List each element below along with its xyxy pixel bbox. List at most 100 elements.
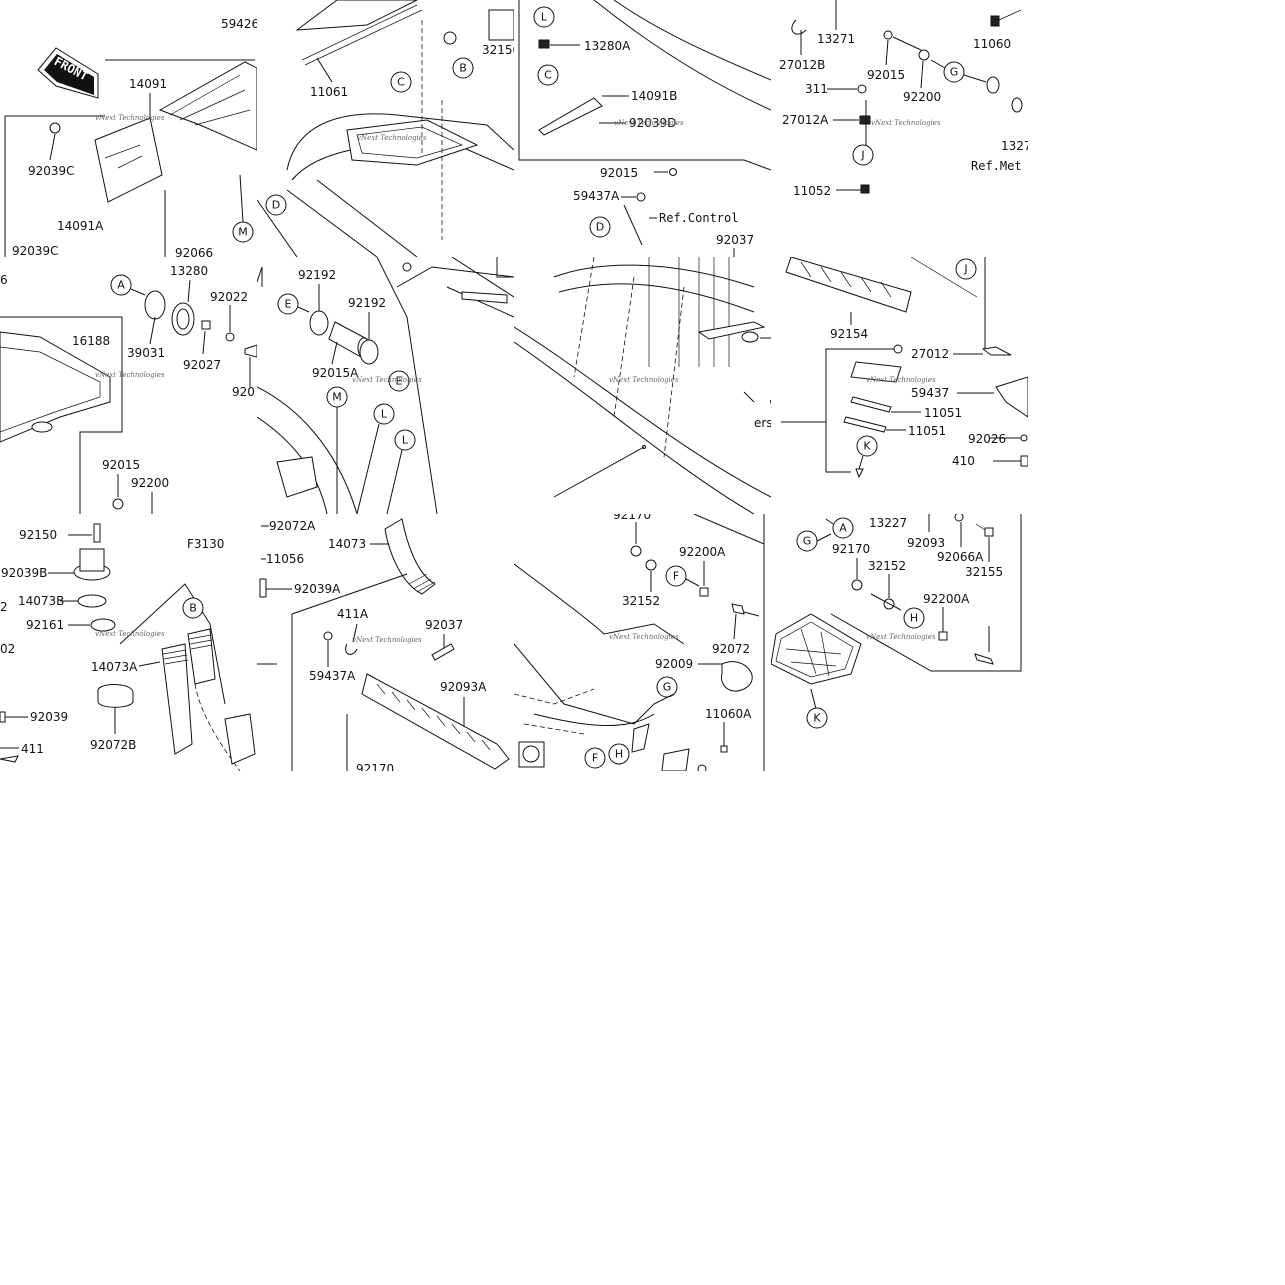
part-92072B: 92072B bbox=[90, 738, 136, 752]
part-32150: 32150 bbox=[482, 43, 514, 57]
part-fragment: 6 bbox=[0, 273, 8, 287]
callout-D: D bbox=[596, 221, 604, 234]
part-11060A: 13227 bbox=[869, 516, 907, 530]
part-92072: 92009 bbox=[655, 657, 693, 671]
part-92015: 92015 bbox=[600, 166, 638, 180]
tile-hull-side: 411A '0 ers vNext Technologies bbox=[514, 257, 771, 514]
part-411: 411 bbox=[21, 742, 44, 756]
watermark: vNext Technologies bbox=[614, 119, 684, 127]
part-92037-b: 92192 bbox=[348, 296, 386, 310]
watermark: vNext Technologies bbox=[609, 633, 679, 641]
watermark: vNext Technologies bbox=[352, 376, 422, 384]
part-14091A: 14091A bbox=[57, 219, 104, 233]
part-fragment: 2 bbox=[0, 600, 8, 614]
callout-B: B bbox=[189, 602, 197, 615]
watermark: vNext Technologies bbox=[95, 630, 165, 638]
ref-met: Ref.Met bbox=[971, 159, 1022, 173]
tile-deck-top: 11061 C B 32150 D vNext Technologies bbox=[257, 0, 514, 257]
part-14073A: 14073A bbox=[91, 660, 138, 674]
part-13271: 13271 bbox=[817, 32, 855, 46]
part-59437A: 92093A bbox=[440, 680, 487, 694]
part-13280: 13280 bbox=[170, 264, 208, 278]
part-92066A: 32155 bbox=[965, 565, 1003, 579]
part-14091: 14091 bbox=[129, 77, 167, 91]
callout-F: F bbox=[592, 752, 598, 765]
watermark: vNext Technologies bbox=[352, 636, 422, 644]
part-14073B: 92039B bbox=[1, 566, 47, 580]
part-411A: 59437A bbox=[309, 669, 356, 683]
part-92015A: 92170 bbox=[832, 542, 870, 556]
tile-tray: 92072A 11056 14073 92039A 411A 59437A 92… bbox=[257, 514, 514, 771]
part-92015A: 92170 bbox=[613, 514, 651, 522]
part-92039C-a: 92039C bbox=[28, 164, 75, 178]
part-92015A: 92170 bbox=[356, 762, 394, 771]
ref-control: Ref.Control bbox=[659, 211, 738, 225]
tile-rear-hull: 92170 32152 F 92200A 92072 92009 G bbox=[514, 514, 771, 771]
part-92200: 92200 bbox=[903, 90, 941, 104]
part-92066: 92066 bbox=[175, 246, 213, 257]
part-92022: 92022 bbox=[210, 290, 248, 304]
part-92026-b: 11051 bbox=[908, 424, 946, 438]
part-92093A: 92200A bbox=[923, 592, 970, 606]
part-11056: 11056 bbox=[266, 552, 304, 566]
callout-C: C bbox=[544, 69, 552, 82]
part-92037-a: 92192 bbox=[298, 268, 336, 282]
callout-H: H bbox=[910, 612, 918, 625]
tile-hardware-right: 27012B 13271 11060 92015 92200 G 13271 R… bbox=[771, 0, 1028, 257]
part-92026-a: 11051 bbox=[924, 406, 962, 420]
part-411A: 59437A bbox=[573, 189, 620, 203]
part-32152: 92072 bbox=[712, 642, 750, 656]
callout-J: J bbox=[860, 149, 864, 162]
callout-D: D bbox=[272, 199, 280, 212]
part-92200A: 32152 bbox=[868, 559, 906, 573]
callout-K: K bbox=[813, 712, 821, 725]
part-11052: 11052 bbox=[793, 184, 831, 198]
part-92093A: 92200A bbox=[679, 545, 726, 559]
part-92154: 92037 bbox=[425, 618, 463, 632]
part-59446: 59437 bbox=[911, 386, 949, 400]
callout-E: E bbox=[285, 298, 292, 311]
part-92039A: 92039A bbox=[294, 582, 341, 596]
part-13271-b: 13271 bbox=[1001, 139, 1028, 153]
tile-mat-hardware: 92154 J 27012 59437 11051 11051 K bbox=[771, 257, 1028, 514]
part-92039D: 92039D bbox=[629, 116, 676, 130]
part-fragment: '0 bbox=[769, 398, 771, 412]
part-92170: 92161 bbox=[26, 618, 64, 632]
part-39031: 39031 bbox=[127, 346, 165, 360]
callout-E: E bbox=[396, 375, 403, 388]
callout-L: M bbox=[238, 226, 248, 239]
part-14073: 14073 bbox=[328, 537, 366, 551]
watermark: vNext Technologies bbox=[95, 114, 165, 122]
callout-C: C bbox=[397, 76, 405, 89]
part-13227: 92093 bbox=[907, 536, 945, 550]
callout-J: J bbox=[963, 263, 967, 276]
tile-intake-duct: E 92192 92015A 92192 M L L bbox=[257, 257, 514, 514]
callout-F: F bbox=[673, 570, 679, 583]
tile-rear-hardware: G A 13227 92093 92066A 32155 92170 32152… bbox=[771, 514, 1028, 771]
watermark: vNext Technologies bbox=[871, 119, 941, 127]
part-27012: 411A bbox=[337, 607, 369, 621]
callout-M: L bbox=[402, 434, 409, 447]
part-fragment: 02 bbox=[0, 642, 15, 656]
part-92161: 14073B bbox=[18, 594, 64, 608]
watermark: vNext Technologies bbox=[866, 376, 936, 384]
part-14091B: 14091B bbox=[631, 89, 677, 103]
diagram-id: F3130 bbox=[187, 537, 224, 551]
part-92150: 410 bbox=[952, 454, 975, 468]
part-92039B: 92150 bbox=[19, 528, 57, 542]
part-16188: 16188 bbox=[72, 334, 110, 348]
part-27012A: 27012A bbox=[782, 113, 829, 127]
part-92192: 92015A bbox=[312, 366, 359, 380]
watermark: vNext Technologies bbox=[95, 371, 165, 379]
callout-M: L bbox=[541, 11, 548, 24]
part-92154: 92037 bbox=[716, 233, 754, 247]
callout-K: K bbox=[863, 440, 871, 453]
part-59426: 59426 bbox=[221, 17, 257, 31]
callout-G: G bbox=[663, 681, 672, 694]
tile-drain-hoses: 92150 F3130 92039B 14073B 2 92161 02 B 1… bbox=[0, 514, 257, 771]
watermark: vNext Technologies bbox=[866, 633, 936, 641]
part-11060: 11060 bbox=[973, 37, 1011, 51]
callout-A: A bbox=[839, 522, 847, 535]
part-92039C-b: 92039C bbox=[12, 244, 59, 257]
